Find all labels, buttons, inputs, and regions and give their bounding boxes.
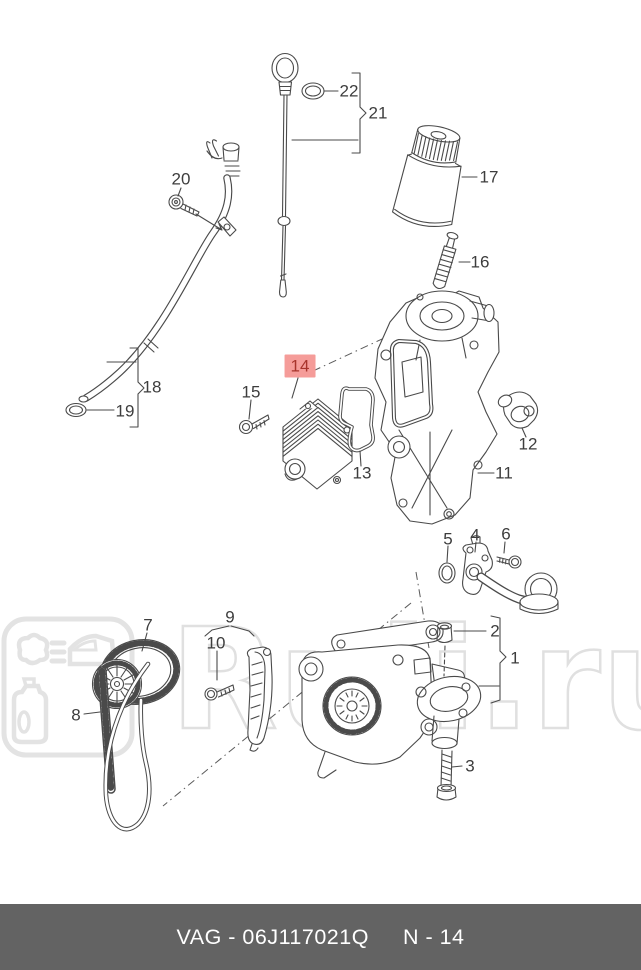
leader-lines	[83, 72, 527, 768]
part-label-21: 21	[368, 103, 388, 123]
bolt-20	[168, 194, 200, 217]
part-label-1: 1	[510, 648, 520, 668]
seal-12	[497, 391, 539, 429]
part-label-5: 5	[443, 529, 453, 549]
pressure-valve	[432, 231, 459, 313]
part-label-2: 2	[490, 621, 500, 641]
exploded-parts-drawing: Ruli.ru	[1, 52, 641, 832]
o-ring-19	[65, 402, 87, 418]
oil-cooler	[282, 398, 353, 490]
timing-chain	[97, 661, 152, 832]
catalog-code: VAG - 06J117021Q	[176, 924, 369, 949]
oil-pump-assembly	[298, 620, 482, 801]
part-label-14: 14	[284, 354, 316, 378]
part-label-6: 6	[501, 524, 511, 544]
part-label-8: 8	[71, 705, 81, 725]
part-label-22: 22	[339, 81, 359, 101]
part-label-10: 10	[206, 633, 226, 653]
oil-pickup-pipe	[438, 535, 559, 615]
part-label-16: 16	[470, 252, 490, 272]
part-label-15: 15	[241, 382, 261, 402]
footer-bar: VAG - 06J117021Q N - 14	[0, 904, 641, 970]
dipstick	[271, 52, 299, 298]
part-label-18: 18	[142, 377, 162, 397]
gasket-13	[338, 386, 375, 453]
part-label-13: 13	[352, 463, 372, 483]
part-label-12: 12	[518, 434, 538, 454]
oil-filter	[391, 125, 462, 227]
part-label-7: 7	[143, 615, 153, 635]
part-label-11: 11	[495, 463, 513, 483]
part-label-4: 4	[470, 525, 480, 545]
page-code: N - 14	[402, 924, 465, 949]
part-label-9: 9	[225, 607, 235, 627]
dipstick-guide-tube	[78, 139, 241, 403]
bolt-15	[238, 414, 270, 435]
part-label-3: 3	[465, 756, 475, 776]
part-label-19: 19	[115, 401, 135, 421]
part-label-20: 20	[171, 169, 191, 189]
filter-housing-bracket	[374, 290, 500, 525]
part-label-17: 17	[479, 167, 499, 187]
chain-tensioner	[204, 646, 273, 752]
